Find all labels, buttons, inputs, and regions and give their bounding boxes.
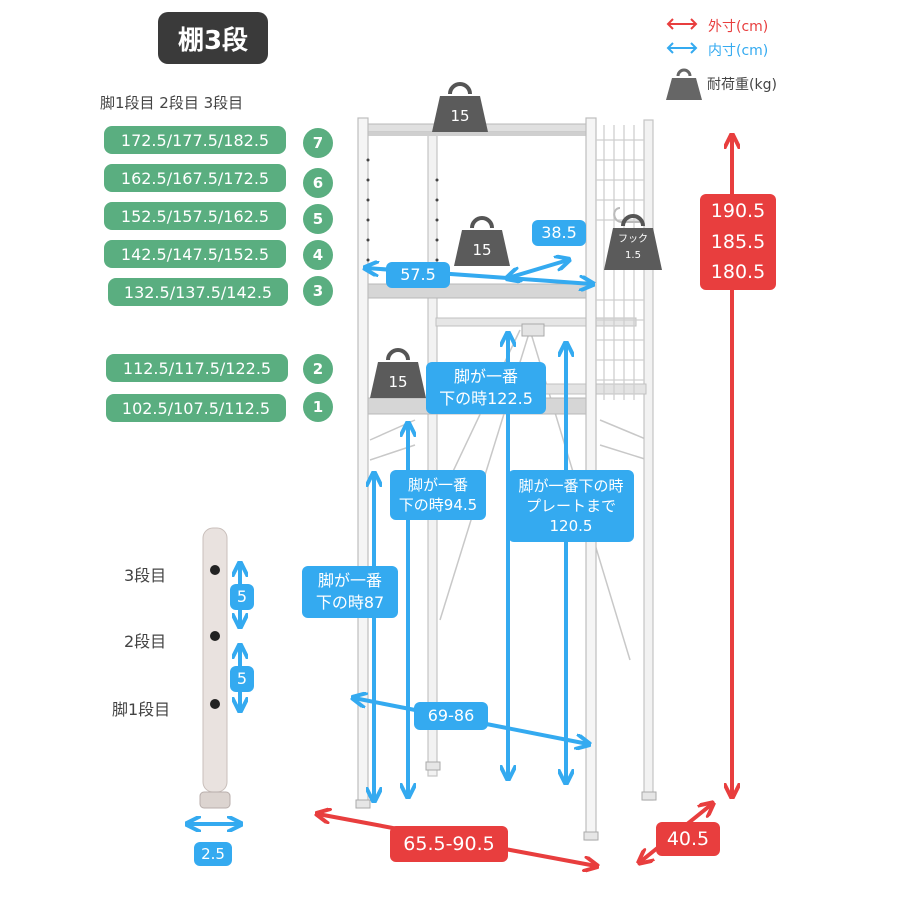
step-badge-7: 7	[303, 128, 333, 158]
legend-arrows	[666, 18, 698, 54]
dim-bottom-94: 脚が一番 下の時94.5	[390, 470, 486, 520]
hook-value: 1.5	[625, 250, 641, 261]
height-row-7: 172.5/177.5/182.5	[104, 126, 286, 154]
legend-load: 耐荷重(kg)	[707, 77, 777, 93]
height-row-6: 162.5/167.5/172.5	[104, 164, 286, 192]
height-header: 脚1段目 2段目 3段目	[100, 94, 244, 112]
height-row-5: 152.5/157.5/162.5	[104, 202, 286, 230]
legend-outer: 外寸(cm)	[708, 19, 769, 35]
leg-level-1: 脚1段目	[112, 700, 171, 719]
step-badge-2: 2	[303, 354, 333, 384]
weight-icon-hook	[604, 214, 662, 270]
weight-icon-middle	[454, 216, 510, 266]
weight-icon-top	[432, 82, 488, 132]
dim-outer-height: 190.5 185.5 180.5	[700, 194, 776, 290]
dim-shelf-width: 57.5	[386, 262, 450, 288]
dim-plate-120: 脚が一番下の時 プレートまで 120.5	[508, 470, 634, 542]
height-row-1: 102.5/107.5/112.5	[106, 394, 286, 422]
legend-inner: 内寸(cm)	[708, 43, 769, 59]
dim-bottom-87: 脚が一番 下の時87	[302, 566, 398, 618]
dim-outer-width: 65.5-90.5	[390, 826, 508, 862]
height-row-4: 142.5/147.5/152.5	[104, 240, 286, 268]
step-badge-6: 6	[303, 168, 333, 198]
dim-inner-width: 69-86	[414, 702, 488, 730]
leg-gap-1: 5	[230, 584, 254, 610]
hook-load: フック 1.5	[604, 232, 662, 264]
leg-gap-2: 5	[230, 666, 254, 692]
dim-shelf-depth: 38.5	[532, 220, 586, 246]
height-row-3: 132.5/137.5/142.5	[108, 278, 288, 306]
step-badge-3: 3	[303, 276, 333, 306]
load-middle: 15	[472, 241, 492, 259]
page-title: 棚3段	[158, 12, 268, 64]
height-row-2: 112.5/117.5/122.5	[106, 354, 288, 382]
step-badge-5: 5	[303, 204, 333, 234]
step-badge-4: 4	[303, 240, 333, 270]
leg-level-3: 3段目	[124, 566, 167, 585]
step-badge-1: 1	[303, 392, 333, 422]
leg-level-2: 2段目	[124, 632, 167, 651]
dim-outer-depth: 40.5	[656, 822, 720, 856]
leg-diameter: 2.5	[194, 842, 232, 866]
weight-icon	[666, 68, 702, 100]
load-bottom: 15	[388, 373, 408, 391]
dim-bottom-122: 脚が一番 下の時122.5	[426, 362, 546, 414]
hook-label: フック	[618, 234, 648, 245]
load-top: 15	[450, 107, 470, 125]
leg-illustration	[199, 527, 231, 809]
weight-icon-bottom	[370, 348, 426, 398]
